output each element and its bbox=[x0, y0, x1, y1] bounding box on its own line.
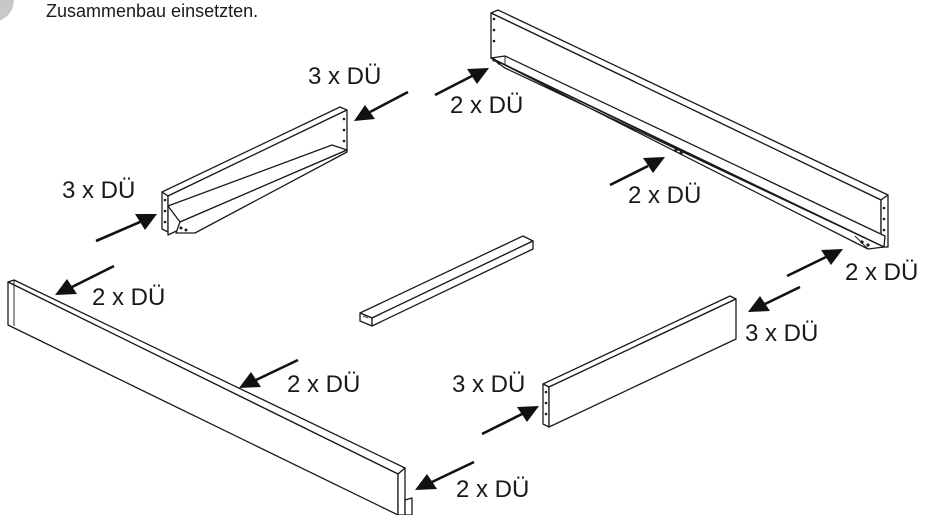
label-long-rail-center: 2 x DÜ bbox=[628, 182, 701, 209]
step-badge bbox=[0, 0, 14, 21]
arrow-back-rail-top-left bbox=[354, 90, 409, 121]
arrow-front-rail-bottom bbox=[415, 460, 475, 490]
label-short-rail-left: 3 x DÜ bbox=[62, 177, 135, 204]
label-right-side: 3 x DÜ bbox=[745, 320, 818, 347]
arrow-back-rail-top-right bbox=[434, 68, 489, 97]
arrow-front-rail-left bbox=[55, 264, 115, 295]
label-front-rail-bottom: 2 x DÜ bbox=[456, 476, 529, 503]
label-back-rail-top: 3 x DÜ bbox=[308, 63, 381, 90]
arrow-long-rail-center bbox=[609, 157, 665, 187]
short-side-rail-right bbox=[542, 295, 737, 428]
label-front-rail-left: 2 x DÜ bbox=[92, 284, 165, 311]
label-long-rail-right-end: 2 x DÜ bbox=[845, 259, 918, 286]
long-side-rail bbox=[490, 9, 889, 250]
label-short-rail-right: 3 x DÜ bbox=[452, 371, 525, 398]
instruction-text: Zusammenbau einsetzten. bbox=[46, 1, 258, 21]
arrow-short-rail-right bbox=[481, 406, 539, 436]
arrow-front-rail-center bbox=[239, 358, 299, 388]
label-front-rail-center: 2 x DÜ bbox=[287, 371, 360, 398]
arrow-long-rail-right-end bbox=[786, 249, 843, 278]
short-side-rail-left bbox=[161, 106, 348, 236]
arrow-right-side bbox=[748, 285, 801, 312]
long-front-rail bbox=[7, 279, 413, 515]
arrow-short-rail-left bbox=[95, 214, 157, 243]
center-slat bbox=[359, 235, 534, 327]
label-back-rail-top-right: 2 x DÜ bbox=[450, 92, 523, 119]
